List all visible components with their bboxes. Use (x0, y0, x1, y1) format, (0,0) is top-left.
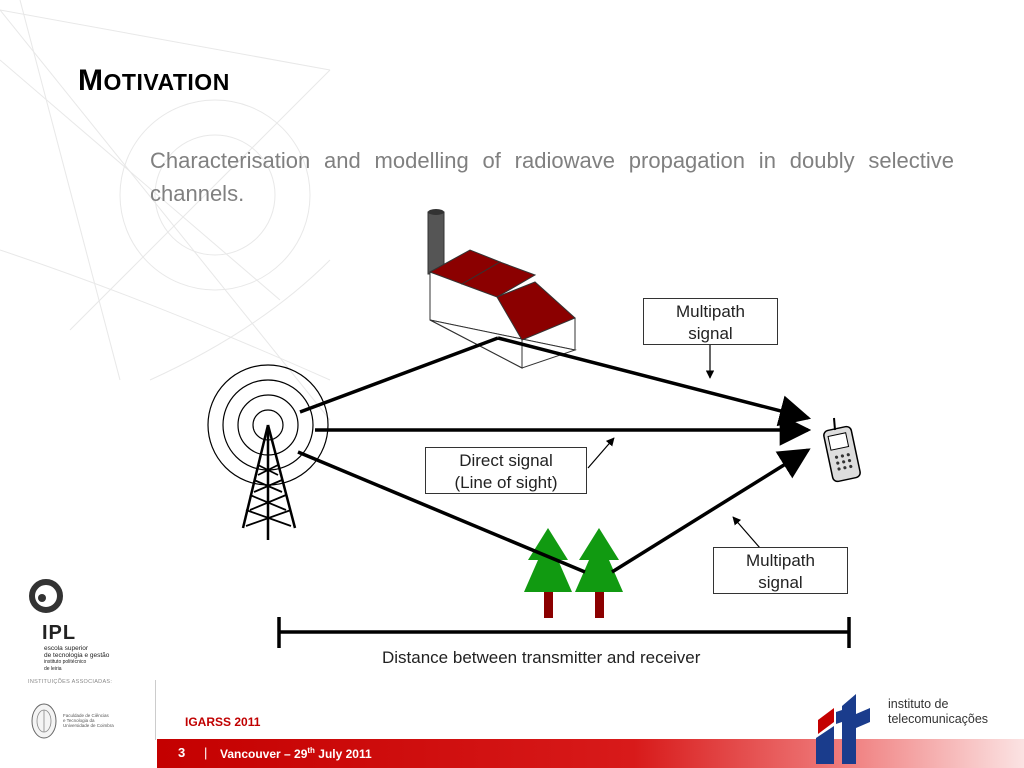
label-multipath-bottom: Multipath signal (713, 547, 848, 594)
distance-label: Distance between transmitter and receive… (382, 648, 701, 667)
multipath-path-top-2 (497, 336, 812, 427)
it-logo-icon (816, 694, 870, 764)
distance-bar (277, 617, 851, 648)
bullet-text: Characterisation and modelling of radiow… (150, 148, 954, 206)
label-multipath-top: Multipath signal (643, 298, 778, 345)
callout-arrow-bottom (732, 516, 761, 549)
mobile-phone-icon (823, 417, 861, 483)
page-number: 3 (178, 745, 186, 760)
fctuc-seal-icon (31, 703, 57, 739)
transmitter-tower-icon (207, 364, 329, 540)
multipath-path-bottom-2 (611, 448, 811, 574)
callout-arrow-direct (587, 437, 615, 469)
venue-date: Vancouver – 29th July 2011 (220, 746, 372, 761)
slide-title: MOTIVATION (78, 64, 230, 97)
fctuc-text: Faculdade de Ciências e Tecnologia da Un… (63, 713, 114, 728)
ipl-logo-icon (29, 579, 63, 613)
factory-icon (427, 209, 577, 369)
it-logo-text: instituto de telecomunicações (888, 697, 989, 726)
footer-divider (155, 680, 156, 740)
trees-icon (524, 528, 623, 618)
conference-name: IGARSS 2011 (185, 715, 261, 729)
multipath-path-bottom-1 (297, 450, 586, 574)
ipl-name: IPL (42, 622, 77, 644)
ipl-subtitle: escola superior de tecnologia e gestão i… (44, 645, 110, 672)
footer-separator: | (204, 745, 208, 760)
multipath-path-top-1 (299, 336, 499, 414)
associated-institutions-label: INSTITUIÇÕES ASSOCIADAS: (28, 679, 113, 685)
footer-bar (157, 739, 1024, 768)
label-direct-signal: Direct signal (Line of sight) (425, 447, 587, 494)
